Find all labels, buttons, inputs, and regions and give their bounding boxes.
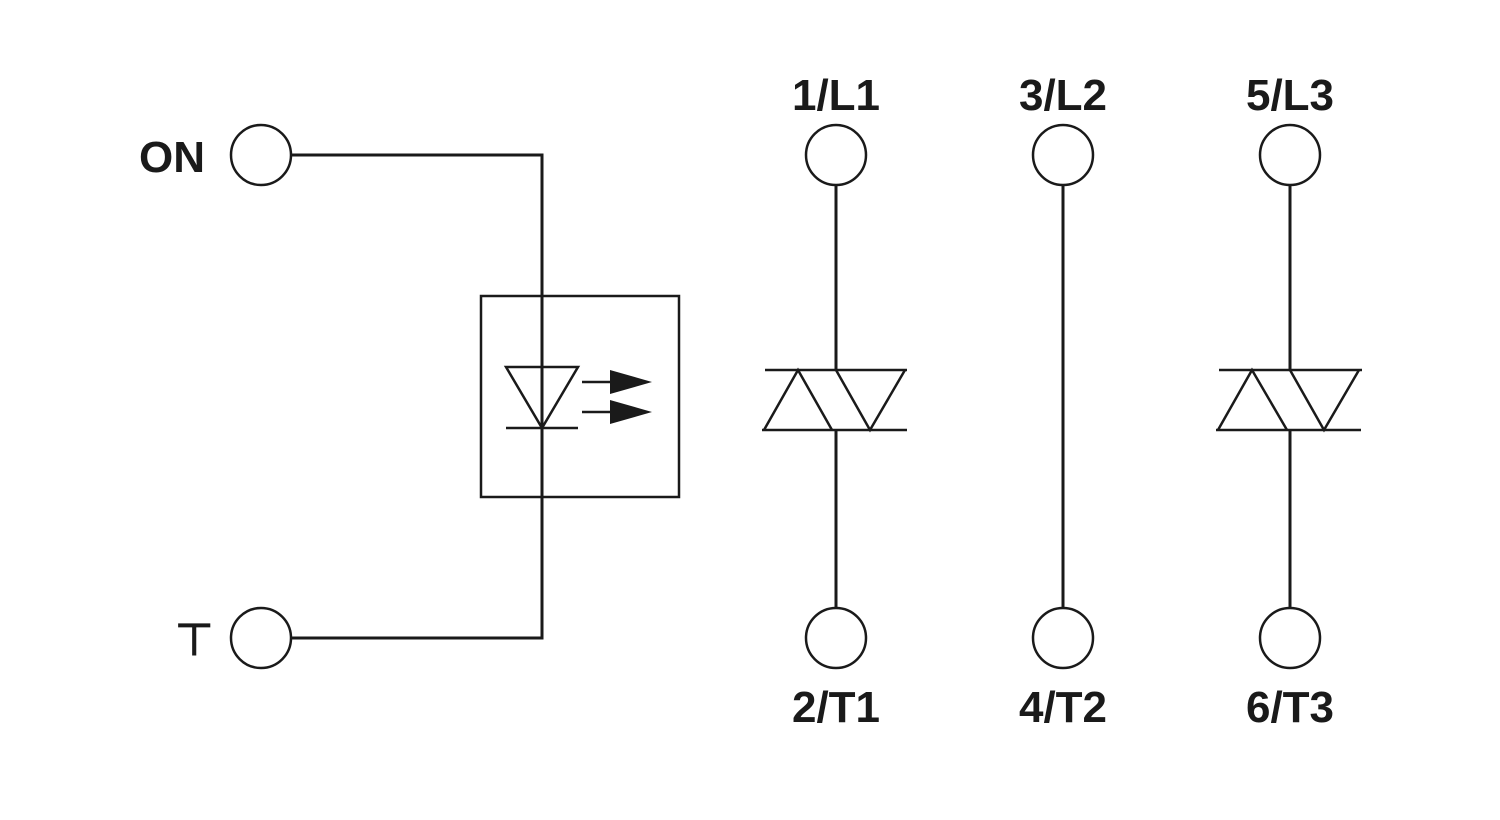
triac-icon xyxy=(762,367,907,433)
ground-wire xyxy=(291,497,544,640)
ground-label: ⊥ xyxy=(175,614,213,663)
led-icon xyxy=(503,365,581,431)
pole-1-bottom-terminal xyxy=(804,606,868,670)
pole-2: 3/L2 4/T2 xyxy=(1019,71,1107,732)
pole-2-top-terminal xyxy=(1031,123,1095,187)
on-wire xyxy=(291,153,544,297)
optocoupler-box xyxy=(479,294,681,499)
pole-2-bottom-label: 4/T2 xyxy=(1019,683,1107,732)
optocoupler xyxy=(479,294,681,499)
control-circuit: ON ⊥ xyxy=(139,123,681,670)
pole-1: 1/L1 2/T1 xyxy=(762,71,907,732)
ground-terminal xyxy=(229,606,293,670)
pole-1-top-label: 1/L1 xyxy=(792,71,880,120)
pole-3: 5/L3 6/T3 xyxy=(1216,71,1362,732)
triac-icon xyxy=(1216,367,1362,433)
light-arrows-icon xyxy=(582,370,652,424)
pole-3-bottom-label: 6/T3 xyxy=(1246,683,1334,732)
on-terminal xyxy=(229,123,293,187)
pole-3-top-terminal xyxy=(1258,123,1322,187)
pole-2-top-label: 3/L2 xyxy=(1019,71,1107,120)
pole-2-bottom-terminal xyxy=(1031,606,1095,670)
pole-1-bottom-label: 2/T1 xyxy=(792,683,880,732)
pole-1-top-terminal xyxy=(804,123,868,187)
on-label: ON xyxy=(139,133,205,182)
pole-3-top-label: 5/L3 xyxy=(1246,71,1334,120)
pole-3-bottom-terminal xyxy=(1258,606,1322,670)
